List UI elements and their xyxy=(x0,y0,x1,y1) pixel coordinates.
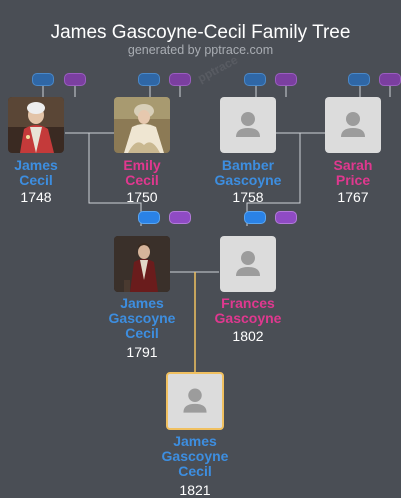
birth-year: 1758 xyxy=(232,189,264,205)
person-name[interactable]: James Gascoyne Cecil xyxy=(161,433,229,479)
person-name[interactable]: Frances Gascoyne xyxy=(214,295,282,326)
portrait-james-gascoyne-cecil-1791[interactable] xyxy=(114,236,170,292)
avatar-placeholder[interactable] xyxy=(325,97,381,153)
avatar-placeholder[interactable] xyxy=(220,97,276,153)
expand-mother-toggle[interactable] xyxy=(275,73,297,86)
expand-mother-toggle[interactable] xyxy=(64,73,86,86)
expand-father-toggle[interactable] xyxy=(138,211,160,224)
birth-year: 1802 xyxy=(232,328,264,344)
expand-father-toggle[interactable] xyxy=(138,73,160,86)
birth-year: 1750 xyxy=(126,189,158,205)
expand-father-toggle[interactable] xyxy=(32,73,54,86)
person-name[interactable]: James Cecil xyxy=(14,157,58,188)
birth-year: 1748 xyxy=(20,189,52,205)
person-silhouette-icon xyxy=(183,388,207,413)
portrait-emily-cecil[interactable] xyxy=(114,97,170,153)
person-silhouette-icon xyxy=(236,251,260,276)
expand-father-toggle[interactable] xyxy=(244,73,266,86)
expand-father-toggle[interactable] xyxy=(244,211,266,224)
avatar-placeholder-selected[interactable] xyxy=(166,372,224,430)
expand-mother-toggle[interactable] xyxy=(379,73,401,86)
portrait-james-cecil[interactable] xyxy=(8,97,64,153)
avatar-placeholder[interactable] xyxy=(220,236,276,292)
person-name[interactable]: James Gascoyne Cecil xyxy=(108,295,176,341)
person-name[interactable]: Sarah Price xyxy=(333,157,373,188)
person-name[interactable]: Emily Cecil xyxy=(123,157,161,188)
expand-mother-toggle[interactable] xyxy=(169,73,191,86)
page-subtitle: generated by pptrace.com xyxy=(127,43,274,57)
person-silhouette-icon xyxy=(236,112,260,137)
birth-year: 1767 xyxy=(337,189,369,205)
person-name[interactable]: Bamber Gascoyne xyxy=(214,157,282,188)
birth-year: 1791 xyxy=(126,344,158,360)
expand-father-toggle[interactable] xyxy=(348,73,370,86)
page-title: James Gascoyne-Cecil Family Tree xyxy=(50,22,351,43)
person-silhouette-icon xyxy=(341,112,365,137)
expand-mother-toggle[interactable] xyxy=(169,211,191,224)
expand-mother-toggle[interactable] xyxy=(275,211,297,224)
birth-year: 1821 xyxy=(179,482,211,498)
